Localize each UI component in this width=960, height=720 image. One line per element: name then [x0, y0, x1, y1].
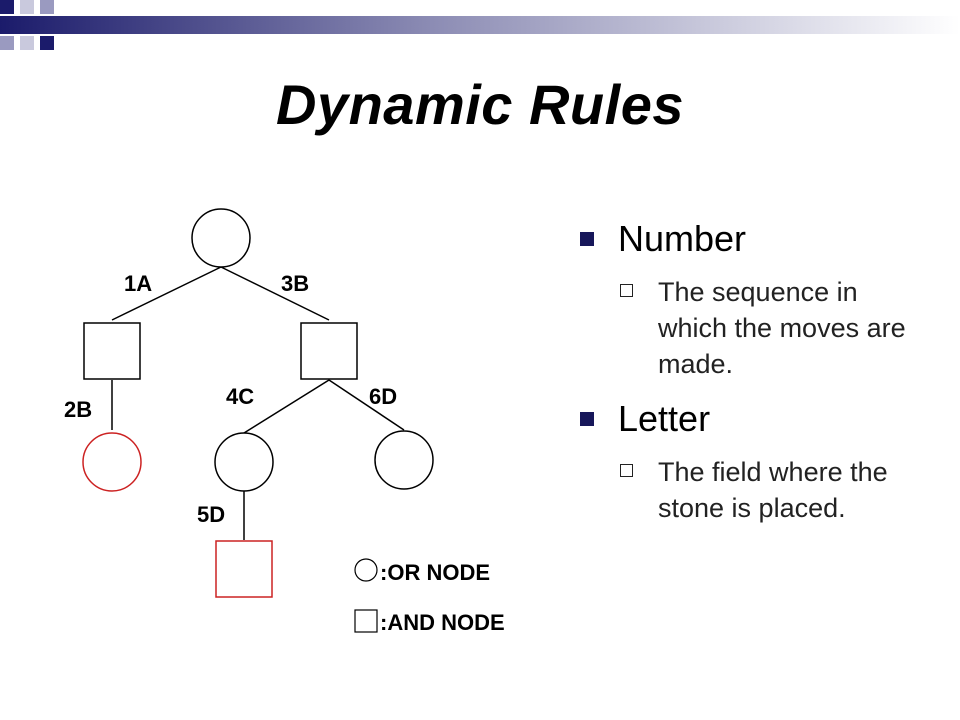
- edge-right-mid: [243, 379, 330, 434]
- edge-label-4c: 4C: [226, 384, 254, 409]
- or-node-red: [82, 432, 142, 492]
- edge-root-left: [111, 266, 222, 321]
- bullet-label: Letter: [618, 398, 711, 439]
- bullet-label: Number: [618, 218, 747, 259]
- slide-title: Dynamic Rules: [276, 73, 684, 136]
- edge-label-3b: 3B: [281, 271, 309, 296]
- and-node-right: [300, 322, 358, 380]
- legend-or-icon: [354, 558, 378, 582]
- root-or-node: [191, 208, 251, 268]
- legend-and-label: :AND NODE: [380, 610, 505, 635]
- bullet-number: Number: [580, 212, 920, 266]
- edge-label-5d: 5D: [197, 502, 225, 527]
- or-node-right: [374, 430, 434, 490]
- sub-bullet-letter: The field where the stone is placed.: [620, 454, 920, 526]
- top-banner: [0, 0, 960, 50]
- square-bullet-icon: [580, 232, 594, 246]
- legend-and-icon: [354, 609, 378, 633]
- edge-label-6d: 6D: [369, 384, 397, 409]
- bullet-letter: Letter: [580, 392, 920, 446]
- sub-bullet-text: The sequence in which the moves are made…: [658, 277, 906, 379]
- and-node-red: [215, 540, 273, 598]
- bullet-list: Number The sequence in which the moves a…: [580, 212, 920, 536]
- sub-bullet-number: The sequence in which the moves are made…: [620, 274, 920, 382]
- sub-bullet-text: The field where the stone is placed.: [658, 457, 888, 523]
- or-node-middle: [214, 432, 274, 492]
- legend-or-label: :OR NODE: [380, 560, 490, 585]
- edge-root-right: [220, 266, 330, 321]
- and-node-left: [83, 322, 141, 380]
- edge-label-2b: 2B: [64, 397, 92, 422]
- edge-label-1a: 1A: [124, 271, 152, 296]
- hollow-square-bullet-icon: [620, 464, 633, 477]
- square-bullet-icon: [580, 412, 594, 426]
- hollow-square-bullet-icon: [620, 284, 633, 297]
- edge-right-right: [328, 379, 405, 431]
